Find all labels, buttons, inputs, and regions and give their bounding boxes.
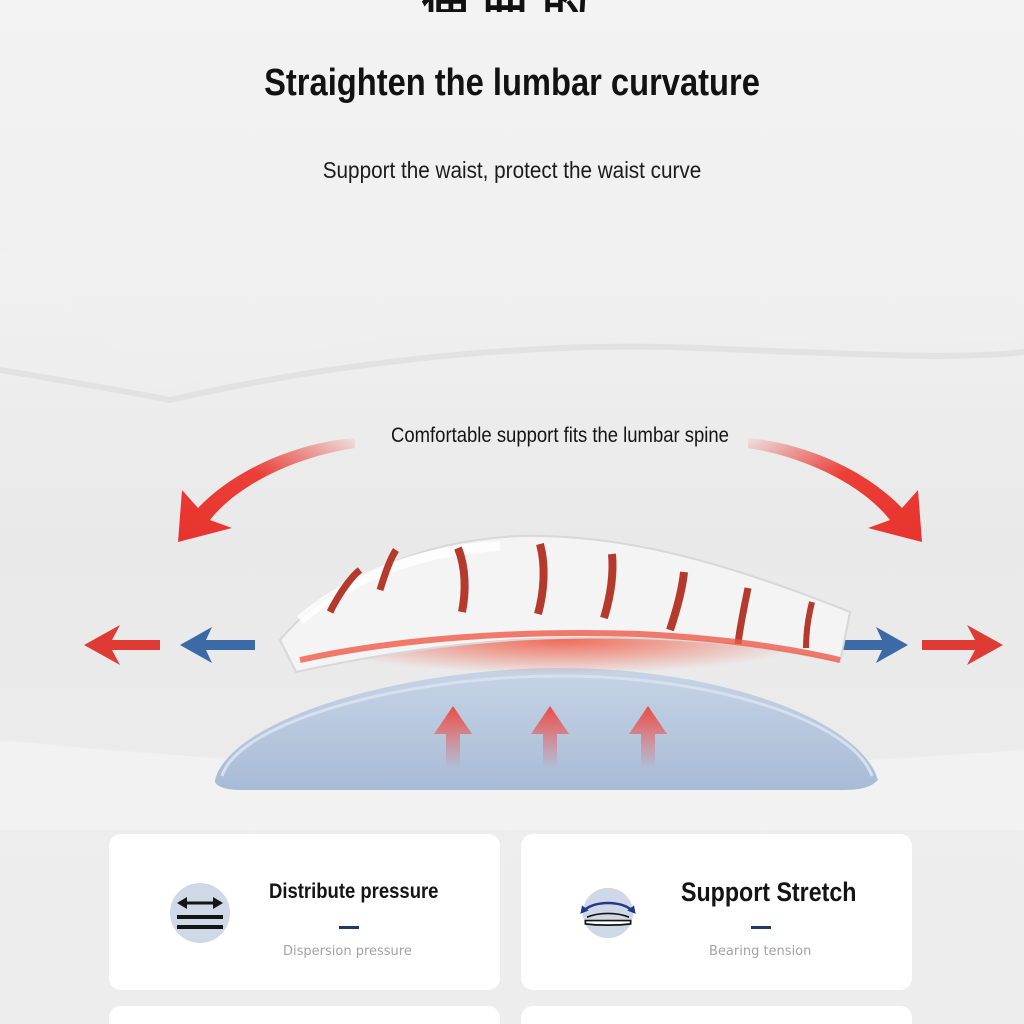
feature-card-distribute: Distribute pressure Dispersion pressure [109,834,500,990]
cut-off-title: 伸曲的 [0,0,1024,12]
feature-card-partial [109,1006,500,1024]
spine [278,534,852,674]
feature-card-stretch: Support Stretch Bearing tension [521,834,912,990]
headline: Straighten the lumbar curvature [264,62,760,104]
feature-title: Support Stretch [681,877,857,907]
stretch-arc-icon [580,887,636,939]
curved-arrow-left-icon [178,438,355,542]
title-underline [751,926,771,929]
subheadline: Support the waist, protect the waist cur… [322,157,702,183]
lumbar-illustration: Comfortable support fits the lumbar spin… [0,220,1024,830]
feature-card-partial [521,1006,912,1024]
title-underline [339,926,359,929]
pressure-arrows-icon [170,883,230,943]
arrow-up-icon [434,706,667,768]
feature-subtitle: Dispersion pressure [283,944,412,959]
illustration-svg [0,250,1024,830]
illustration-label: Comfortable support fits the lumbar spin… [391,424,729,447]
pillow-edge [220,674,874,777]
arrow-right-inner-icon [828,627,908,663]
feature-title: Distribute pressure [269,880,439,903]
arrow-right-icon [922,625,1003,665]
arrow-left-icon [84,625,160,665]
curved-arrow-right-icon [748,438,922,542]
arrow-left-inner-icon [180,627,255,663]
body-shadow [0,343,1024,404]
feature-subtitle: Bearing tension [709,944,812,959]
